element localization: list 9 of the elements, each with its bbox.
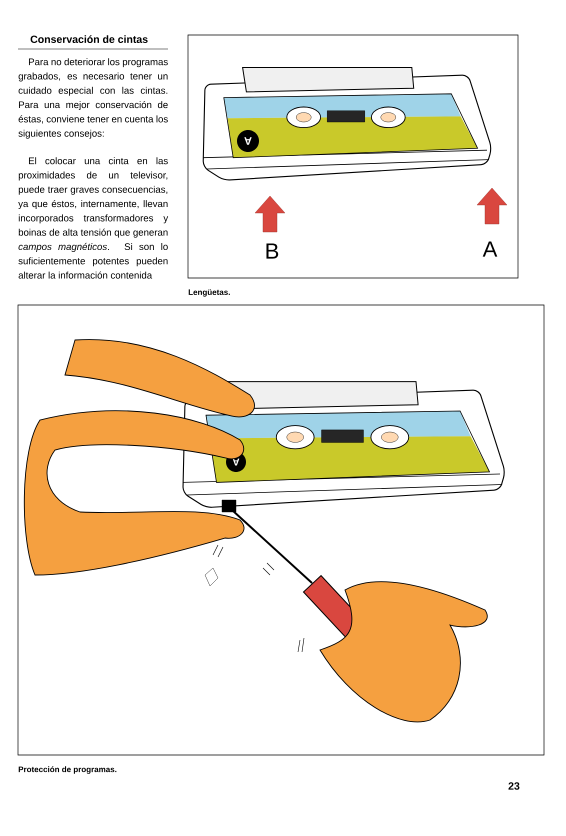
paragraph: Para no deteriorar los programas grabados, es necesario tener un cuidado especial con las cintas. Para una mejor conservación de éstas, conviene tener en cuenta los siguientes consejos:: [18, 58, 168, 139]
side-letter: A: [237, 130, 259, 152]
tab-letter: A: [482, 241, 498, 257]
tab-letter: B: [266, 243, 278, 259]
page-number: 23: [508, 782, 520, 790]
figure-caption: Protección de programas.: [18, 766, 116, 774]
section-heading: Conservación de cintas: [30, 35, 148, 44]
figure-caption: Lengüetas.: [188, 289, 230, 297]
paragraph: El colocar una cinta en las proximidades de un televisor, puede traer graves consecuencias, ya que éstos, internamente, llevan incorporados transformadores y boinas de alta tensión que generan campos magnéticos. Si son lo suficientemente potentes pueden alterar la información contenida: [18, 157, 168, 279]
